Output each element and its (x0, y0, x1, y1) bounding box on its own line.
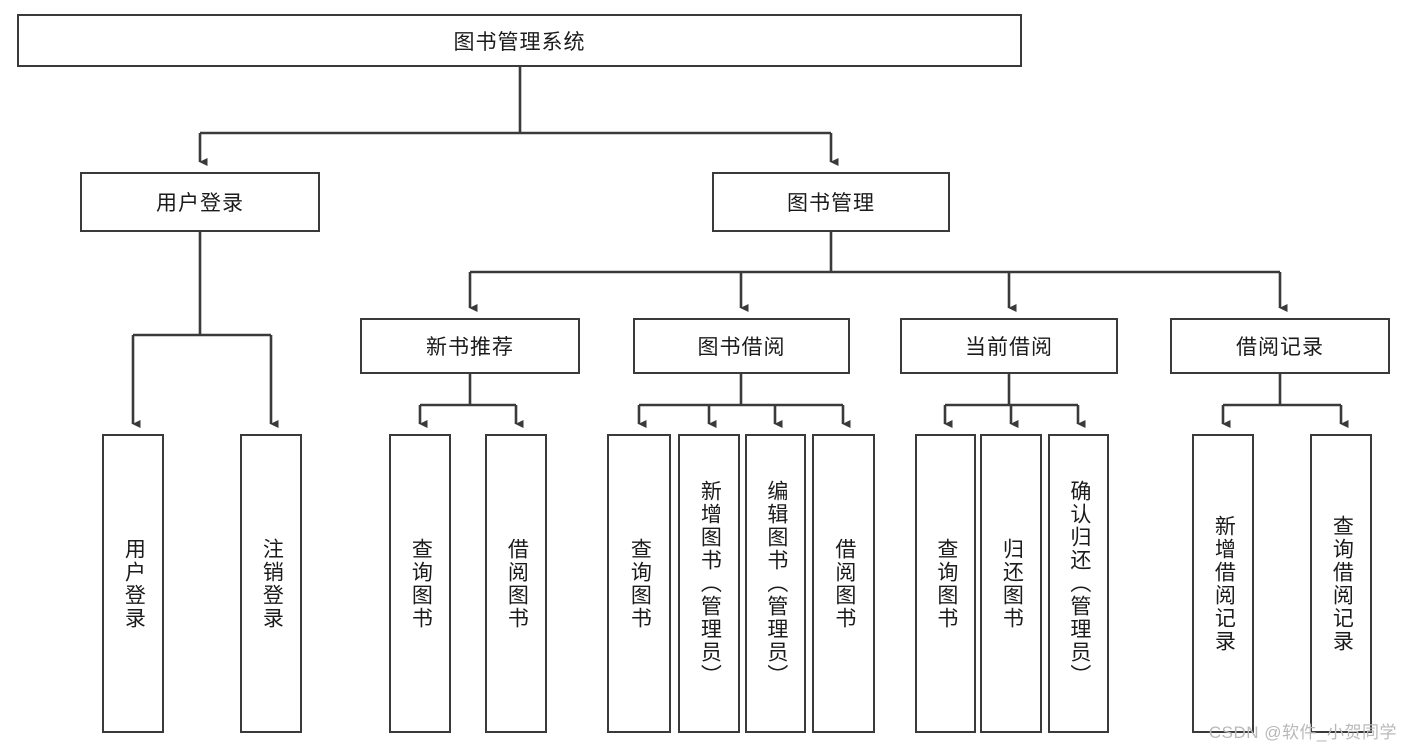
node-book-borrow-label: 图书借阅 (697, 336, 786, 359)
node-leaf-return-book-label: 归还图书 (1000, 537, 1024, 630)
node-leaf-query-book-a-label: 查询图书 (409, 537, 433, 630)
node-current-borrow-label: 当前借阅 (965, 336, 1053, 359)
node-leaf-query-record[interactable]: 查询借阅记录 (1310, 434, 1372, 733)
watermark: CSDN @软件_小贺同学 (1208, 723, 1397, 742)
node-root[interactable]: 图书管理系统 (17, 14, 1022, 67)
node-leaf-return-book[interactable]: 归还图书 (980, 434, 1042, 733)
node-leaf-user-login-label: 用户登录 (122, 537, 146, 630)
node-leaf-add-book-label: 新增图书（管理员） (698, 480, 722, 687)
node-current-borrow[interactable]: 当前借阅 (900, 318, 1118, 374)
node-book-management-label: 图书管理 (787, 192, 875, 215)
node-book-borrow[interactable]: 图书借阅 (633, 318, 850, 374)
node-user-login[interactable]: 用户登录 (80, 172, 320, 232)
node-leaf-user-login[interactable]: 用户登录 (102, 434, 164, 733)
node-leaf-borrow-book-a[interactable]: 借阅图书 (485, 434, 547, 733)
node-leaf-logout[interactable]: 注销登录 (240, 434, 302, 733)
node-leaf-query-book-b[interactable]: 查询图书 (607, 434, 671, 733)
node-leaf-query-book-b-label: 查询图书 (628, 537, 652, 630)
node-leaf-borrow-book-a-label: 借阅图书 (505, 537, 529, 630)
node-leaf-query-book-a[interactable]: 查询图书 (389, 434, 451, 733)
node-root-label: 图书管理系统 (453, 30, 586, 54)
node-leaf-borrow-book-b[interactable]: 借阅图书 (812, 434, 875, 733)
node-leaf-add-book[interactable]: 新增图书（管理员） (678, 434, 740, 733)
node-leaf-add-record-label: 新增借阅记录 (1212, 514, 1236, 653)
node-leaf-edit-book[interactable]: 编辑图书（管理员） (745, 434, 806, 733)
node-leaf-borrow-book-b-label: 借阅图书 (832, 537, 856, 630)
node-leaf-confirm-return-label: 确认归还（管理员） (1067, 480, 1091, 687)
node-leaf-query-book-c-label: 查询图书 (934, 537, 958, 630)
node-user-login-label: 用户登录 (156, 192, 244, 215)
node-new-book-recommend[interactable]: 新书推荐 (360, 318, 580, 374)
node-leaf-add-record[interactable]: 新增借阅记录 (1192, 434, 1254, 733)
node-leaf-query-record-label: 查询借阅记录 (1330, 514, 1354, 653)
node-new-book-recommend-label: 新书推荐 (426, 336, 514, 359)
node-leaf-confirm-return[interactable]: 确认归还（管理员） (1048, 434, 1109, 733)
node-borrow-record-label: 借阅记录 (1236, 336, 1324, 359)
node-leaf-edit-book-label: 编辑图书（管理员） (764, 480, 788, 687)
node-leaf-query-book-c[interactable]: 查询图书 (915, 434, 976, 733)
node-leaf-logout-label: 注销登录 (260, 537, 284, 630)
node-borrow-record[interactable]: 借阅记录 (1170, 318, 1390, 374)
node-book-management[interactable]: 图书管理 (712, 172, 950, 232)
